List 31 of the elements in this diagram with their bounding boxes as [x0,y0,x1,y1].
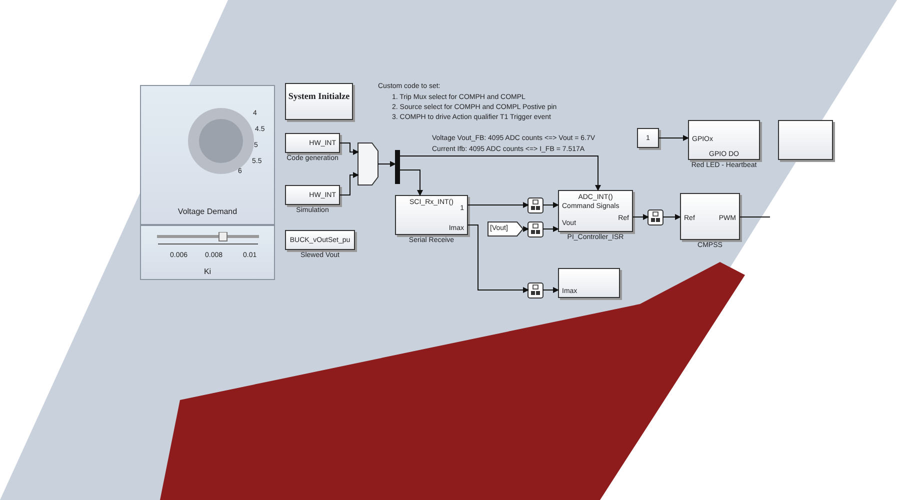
signal-arrow [340,172,359,196]
signal-arrow [340,142,359,155]
signal-arrow [632,214,649,220]
signal-arrow [522,226,529,232]
control-panel [140,85,275,225]
signal-arrow [542,202,559,208]
constant-block [637,128,659,148]
signal-line [740,216,770,218]
signal-arrow [400,156,601,191]
signal-arrow [658,135,689,141]
block-title: System Initialze [287,92,351,102]
panel-title: Ki [202,268,212,276]
panel-title: Voltage Demand [176,208,238,216]
mux-bar [395,150,400,184]
subsystem-block [285,83,353,120]
signal-arrow [468,224,529,293]
rate-transition-block [528,198,543,213]
rate-transition-block [528,222,543,237]
control-panel [140,225,275,280]
signal-arrow [542,287,559,293]
signal-arrow [468,202,529,208]
function-block [558,268,620,298]
rate-transition-block [528,283,543,298]
function-block [778,120,833,160]
signal-arrow [378,161,396,167]
signal-arrow [662,214,681,220]
rate-transition-block [648,210,663,225]
goto-tag [488,222,523,236]
merge-block [358,143,378,185]
signal-arrow [542,226,559,232]
signal-arrow [400,170,423,196]
